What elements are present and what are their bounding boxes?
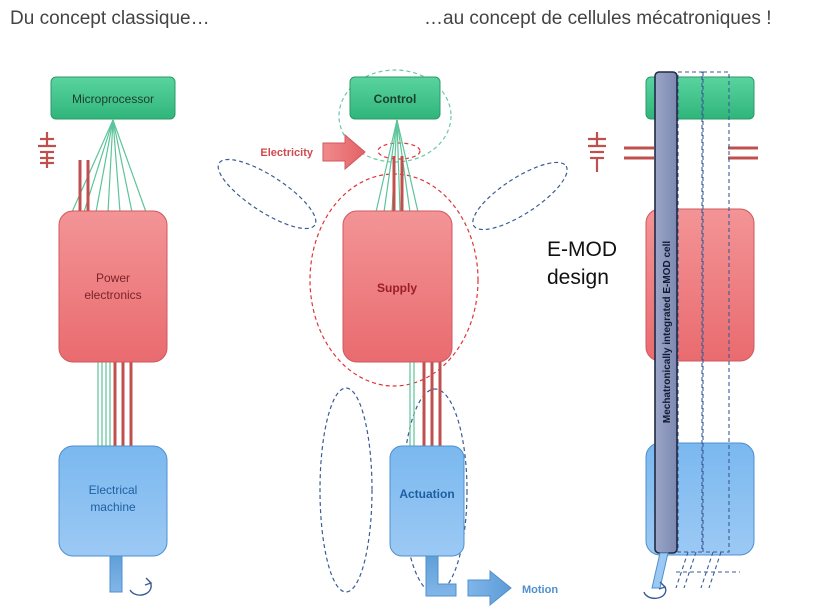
emod-design: Mechatronically integrated E-MOD cell xyxy=(588,71,758,599)
electricity-label: Electricity xyxy=(260,147,313,159)
emod-rotation-arrowhead-icon xyxy=(658,581,667,590)
classic-rotation-arrowhead-icon xyxy=(144,577,153,586)
microprocessor-box xyxy=(50,76,176,120)
motion-label: Motion xyxy=(522,584,558,596)
classic-power-wires xyxy=(78,160,133,447)
classic-rotation-arrow-icon xyxy=(129,581,152,596)
emod-design-label-line2: design xyxy=(547,266,609,289)
power-electronics-box xyxy=(58,210,168,363)
actuation-box xyxy=(389,445,465,557)
microprocessor-label: Microprocessor xyxy=(72,92,154,106)
classic-concept-heading: Du concept classique… xyxy=(10,8,210,29)
classic-shaft xyxy=(109,555,123,593)
mechatronic-concept: Control Electricity Supply Actuation Mot… xyxy=(217,69,568,607)
actuation-shaft xyxy=(425,555,457,597)
electrical-machine-label-line1: Electrical xyxy=(89,483,138,497)
electricity-arrow-icon xyxy=(322,133,366,171)
mechatronic-power-wires xyxy=(392,156,442,447)
emod-dc-source-icon xyxy=(588,132,606,172)
power-electronics-label-line1: Power xyxy=(96,271,130,285)
classic-signal-wires xyxy=(71,119,147,447)
mechatronic-concept-heading: …au concept de cellules mécatroniques ! xyxy=(424,8,772,29)
supply-label: Supply xyxy=(377,281,417,295)
motion-arrow-icon xyxy=(467,569,512,607)
supply-box xyxy=(342,210,453,363)
classic-concept: Microprocessor Power electronics Electri… xyxy=(38,76,176,596)
emod-cell-outlines xyxy=(677,71,730,553)
emod-design-label: E-MOD design xyxy=(547,236,617,292)
emod-design-label-line1: E-MOD xyxy=(547,238,617,261)
control-box xyxy=(349,76,441,120)
actuation-label: Actuation xyxy=(399,487,454,501)
electrical-machine-label-line2: machine xyxy=(90,500,136,514)
control-label: Control xyxy=(374,92,417,106)
emod-shafts xyxy=(675,551,740,589)
power-electronics-label-line2: electronics xyxy=(84,288,141,302)
dc-source-icon xyxy=(38,132,56,168)
emod-power-bus xyxy=(624,146,758,160)
emod-rotation-arrow-icon xyxy=(643,585,667,599)
emod-cell-label: Mechatronically integrated E-MOD cell xyxy=(662,241,673,423)
